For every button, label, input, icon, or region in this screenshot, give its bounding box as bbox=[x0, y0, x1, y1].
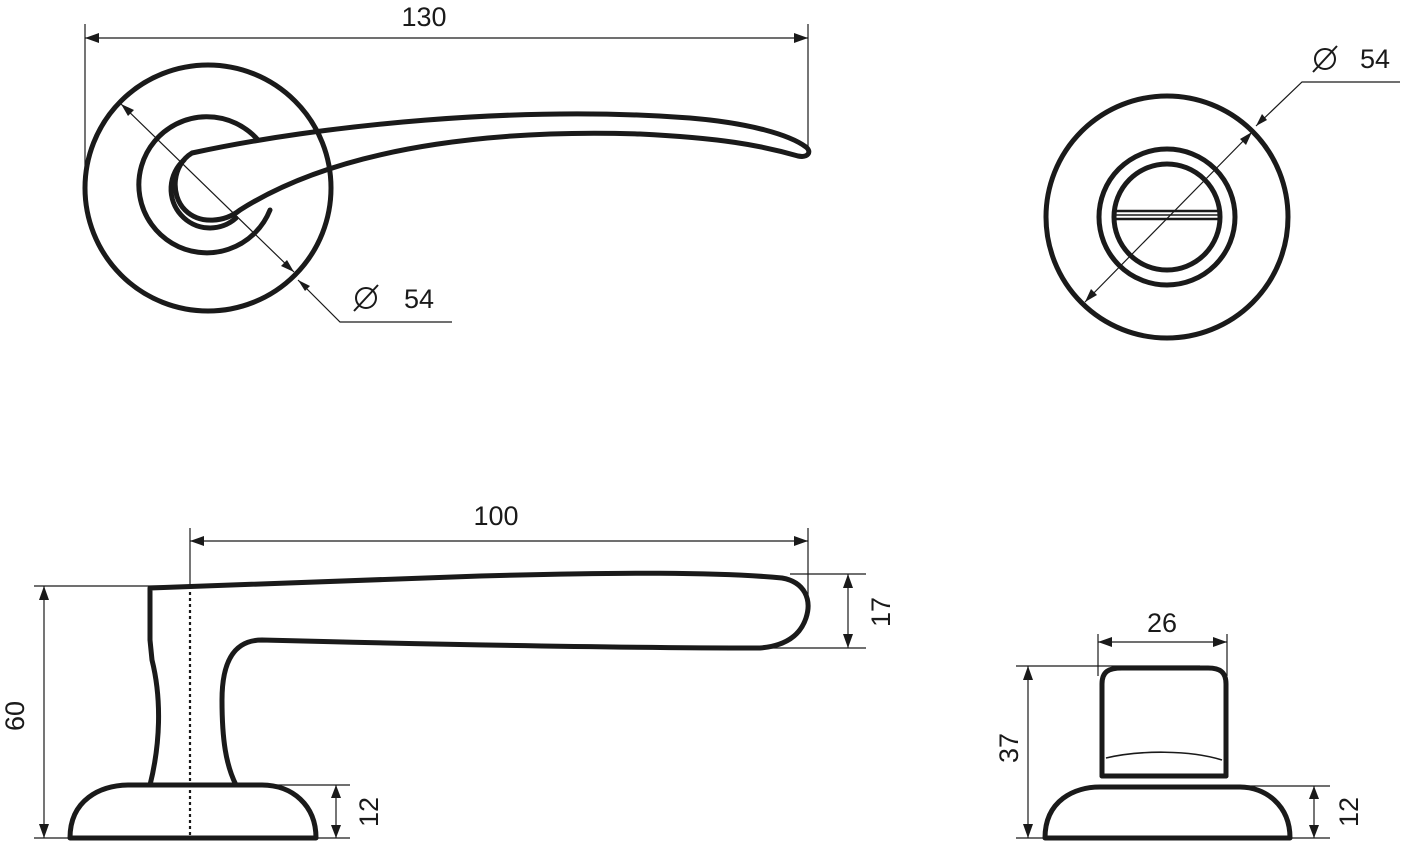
arrowhead bbox=[1256, 114, 1267, 126]
arrowhead bbox=[121, 104, 134, 116]
turn-knob-curve bbox=[1105, 751, 1223, 761]
turn-side-rosette bbox=[1042, 784, 1293, 841]
turn-height-label: 37 bbox=[994, 733, 1024, 763]
arrowhead bbox=[794, 33, 808, 43]
arrowhead bbox=[1085, 289, 1097, 302]
arrowhead bbox=[1240, 132, 1252, 145]
turn-diameter-leader bbox=[1255, 81, 1400, 127]
rosette-height-label: 12 bbox=[354, 797, 384, 827]
arrowhead bbox=[331, 825, 341, 838]
arrowhead bbox=[843, 574, 853, 588]
side-rosette bbox=[67, 782, 319, 841]
arrowhead bbox=[1098, 637, 1112, 647]
arrowhead bbox=[794, 536, 808, 546]
arrowhead bbox=[331, 785, 341, 798]
arrowhead bbox=[281, 260, 294, 272]
collar-ring bbox=[136, 114, 273, 256]
turn-rosette-circle bbox=[1043, 93, 1291, 341]
total-height-label: 60 bbox=[0, 701, 30, 731]
arrowhead bbox=[298, 280, 310, 291]
arrowhead bbox=[85, 33, 99, 43]
arrowhead bbox=[190, 536, 204, 546]
arrowhead bbox=[39, 586, 49, 600]
lever-length-label: 100 bbox=[473, 501, 518, 531]
turn-rosette-height-label: 12 bbox=[1334, 797, 1364, 827]
arrowhead bbox=[1023, 666, 1033, 680]
arrowhead bbox=[1309, 786, 1319, 799]
turn-collar-circle bbox=[1096, 146, 1238, 288]
arrowhead bbox=[1213, 637, 1227, 647]
turn-knob-circle bbox=[1111, 161, 1223, 273]
rosette-diameter-line bbox=[120, 103, 295, 273]
turn-side-view: 26 37 12 bbox=[994, 608, 1364, 841]
diameter-symbol bbox=[1312, 45, 1338, 73]
turn-diameter-line bbox=[1084, 131, 1253, 303]
turn-front-view: 54 bbox=[1043, 44, 1400, 341]
handle-side-view: 60 100 17 12 bbox=[0, 501, 896, 841]
arrowhead bbox=[843, 634, 853, 648]
side-lever-outline bbox=[147, 570, 811, 788]
diameter-symbol bbox=[353, 284, 379, 312]
arrowhead bbox=[39, 824, 49, 838]
diameter-leader bbox=[297, 279, 452, 323]
handle-front-view: 54 130 bbox=[82, 2, 812, 323]
arrowhead bbox=[1309, 825, 1319, 838]
turn-knob-outline bbox=[1099, 665, 1229, 779]
lever-outline bbox=[172, 111, 812, 223]
arrowhead bbox=[1023, 824, 1033, 838]
knob-width-label: 26 bbox=[1147, 608, 1177, 638]
lever-thickness-label: 17 bbox=[866, 597, 896, 627]
handle-length-label: 130 bbox=[401, 2, 446, 32]
rosette-diameter-label: 54 bbox=[404, 284, 434, 314]
rosette-outer-circle bbox=[82, 62, 334, 314]
turn-diameter-label: 54 bbox=[1360, 44, 1390, 74]
